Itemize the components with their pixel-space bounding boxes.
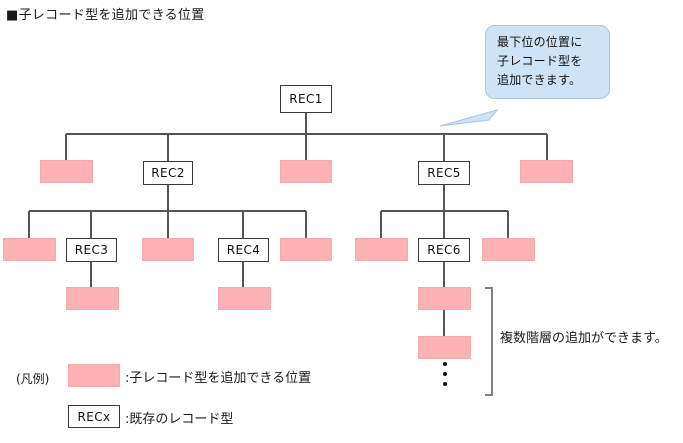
ellipsis-dot (443, 382, 447, 386)
record-node-rec4[interactable]: REC4 (218, 238, 269, 262)
callout-line-1: 最下位の位置に (497, 35, 583, 49)
slot-node-l4-a[interactable] (66, 287, 119, 310)
record-node-rec5[interactable]: REC5 (418, 161, 470, 185)
legend-heading: (凡例) (16, 372, 50, 386)
slot-node-chain-2[interactable] (418, 336, 471, 359)
callout-line-3: 追加できます。 (497, 73, 582, 87)
bracket-note-label: 複数階層の追加ができます。 (500, 331, 668, 346)
slot-node-chain-1[interactable] (418, 287, 471, 310)
slot-node-l2-a[interactable] (40, 160, 93, 183)
slot-node-l3-e[interactable] (482, 238, 535, 261)
vertical-ellipsis-icon (440, 362, 450, 392)
callout-bubble: 最下位の位置に 子レコード型を 追加できます。 (485, 25, 610, 99)
record-node-rec2[interactable]: REC2 (143, 161, 193, 185)
legend-label-slot: :子レコード型を追加できる位置 (125, 371, 312, 386)
ellipsis-dot (443, 372, 447, 376)
ellipsis-dot (443, 362, 447, 366)
slot-node-l3-d[interactable] (355, 238, 408, 261)
slot-node-l2-b[interactable] (280, 160, 332, 183)
slot-node-l3-c[interactable] (280, 238, 332, 261)
legend-swatch-slot (68, 364, 120, 387)
slot-node-l3-b[interactable] (142, 238, 194, 261)
slot-node-l4-b[interactable] (218, 287, 271, 310)
callout-line-2: 子レコード型を (497, 54, 583, 68)
record-node-rec6[interactable]: REC6 (418, 238, 470, 262)
legend-swatch-record: RECx (68, 405, 120, 428)
record-node-rec1[interactable]: REC1 (280, 85, 332, 113)
page-title: ■子レコード型を追加できる位置 (6, 8, 205, 23)
slot-node-l3-a[interactable] (3, 238, 56, 261)
legend-label-record: :既存のレコード型 (125, 412, 234, 427)
record-node-rec3[interactable]: REC3 (66, 238, 117, 262)
slot-node-l2-c[interactable] (520, 160, 573, 183)
